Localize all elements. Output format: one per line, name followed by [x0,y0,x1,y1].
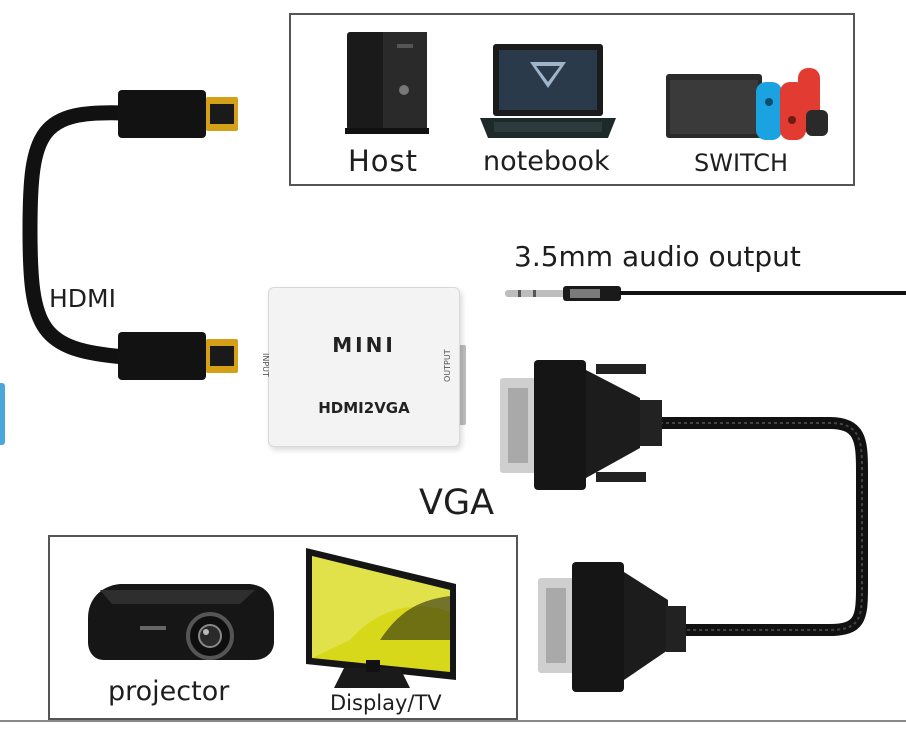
projector-label: projector [108,676,230,707]
adapter-output-port-label: OUTPUT [443,349,452,382]
hdmi-plug-top-icon [118,90,238,138]
adapter-brand: MINI [332,333,396,357]
audio-jack-icon [505,286,906,301]
vga-connector-lower-icon [538,562,686,692]
host-pc-icon [345,32,429,134]
adapter-model: HDMI2VGA [318,399,410,417]
bottom-divider [0,720,906,722]
notebook-icon [480,44,616,138]
adapter-input-port-label: INPUT [261,353,270,377]
switch-console-icon [666,68,828,140]
vga-connector-upper-icon [500,360,662,490]
projector-icon [88,584,274,660]
hdmi-plug-bottom-icon [118,332,238,380]
display-tv-icon [306,548,456,688]
edge-accent [0,383,5,445]
hdmi2vga-adapter: MINI HDMI2VGA INPUT OUTPUT [261,287,460,447]
audio-output-label: 3.5mm audio output [514,240,801,273]
display-tv-label: Display/TV [330,691,442,715]
switch-label: SWITCH [694,149,789,177]
hdmi-cable [22,105,133,365]
vga-label: VGA [419,483,495,523]
notebook-label: notebook [483,146,610,177]
vga-cable [660,417,868,636]
host-label: Host [348,144,419,178]
hdmi-label: HDMI [49,284,116,313]
